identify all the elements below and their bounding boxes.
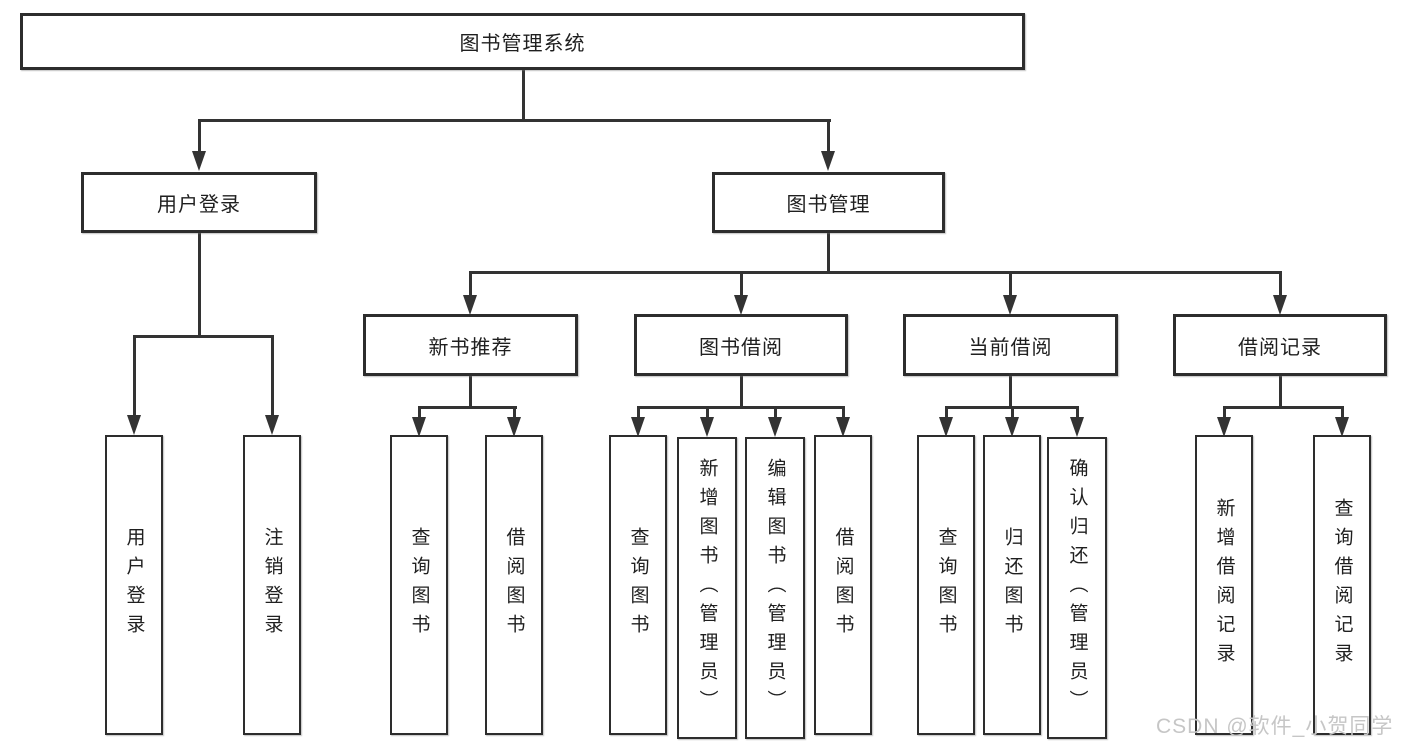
connector-user-login-hline [133, 335, 274, 338]
leaf-logout-label: 注销登录 [261, 527, 283, 643]
connector-level2-hline [198, 119, 831, 122]
connector-drop-book-mgmt [827, 119, 830, 155]
arrow-down-leaf [1005, 417, 1019, 437]
connector-drop-l11 [1223, 406, 1226, 421]
leaf-query-books-2: 查询图书 [609, 435, 667, 735]
arrow-down-records [1273, 295, 1287, 315]
arrow-down-leaf [412, 417, 426, 437]
connector-drop-l3 [513, 406, 516, 421]
leaf-borrow-books-1-label: 借阅图书 [503, 527, 525, 643]
connector-drop-leaf-login [133, 335, 136, 417]
leaf-borrow-books-2: 借阅图书 [814, 435, 872, 735]
connector-records-stem [1279, 376, 1282, 406]
connector-drop-leaf-logout [271, 335, 274, 417]
arrow-down-leaf [1335, 417, 1349, 437]
node-book-borrow: 图书借阅 [634, 314, 848, 376]
arrow-down-user-login [192, 151, 206, 171]
connector-book-mgmt-stem [827, 233, 830, 273]
connector-newbook-hline [418, 406, 517, 409]
connector-level3-hline [469, 271, 1282, 274]
connector-drop-current [1009, 271, 1012, 299]
connector-drop-l7 [842, 406, 845, 421]
node-current-borrow-label: 当前借阅 [968, 336, 1053, 359]
csdn-watermark: CSDN @软件_小贺同学 [1156, 715, 1394, 738]
node-new-book-rec-label: 新书推荐 [428, 336, 513, 359]
connector-records-hline [1223, 406, 1344, 409]
arrow-down-leaf [836, 417, 850, 437]
arrow-down-newbook [463, 295, 477, 315]
leaf-add-books-admin-label: 新增图书（管理员） [696, 457, 718, 719]
connector-borrow-hline [637, 406, 845, 409]
leaf-logout: 注销登录 [243, 435, 301, 735]
arrow-down-current [1003, 295, 1017, 315]
leaf-confirm-return-admin-label: 确认归还（管理员） [1066, 457, 1088, 719]
connector-borrow-stem [740, 376, 743, 406]
leaf-confirm-return-admin: 确认归还（管理员） [1047, 437, 1107, 739]
connector-current-stem [1009, 376, 1012, 406]
connector-drop-l5 [706, 406, 709, 421]
connector-drop-borrow [740, 271, 743, 299]
node-book-borrow-label: 图书借阅 [699, 336, 783, 359]
connector-drop-l4 [637, 406, 640, 421]
leaf-user-login-label: 用户登录 [123, 527, 145, 643]
leaf-edit-books-admin-label: 编辑图书（管理员） [764, 457, 786, 719]
connector-drop-l6 [774, 406, 777, 421]
arrow-down-leaf [507, 417, 521, 437]
node-book-mgmt: 图书管理 [712, 172, 945, 233]
connector-drop-user-login [198, 119, 201, 155]
node-root: 图书管理系统 [20, 13, 1025, 70]
leaf-user-login: 用户登录 [105, 435, 163, 735]
connector-drop-l12 [1341, 406, 1344, 421]
arrow-down-borrow [734, 295, 748, 315]
leaf-query-books-2-label: 查询图书 [627, 527, 649, 643]
connector-user-login-stem [198, 233, 201, 335]
connector-drop-l2 [418, 406, 421, 421]
arrow-down-leaf-logout [265, 415, 279, 435]
leaf-query-books-3: 查询图书 [917, 435, 975, 735]
connector-drop-records [1279, 271, 1282, 299]
arrow-down-leaf [700, 417, 714, 437]
leaf-borrow-books-1: 借阅图书 [485, 435, 543, 735]
leaf-query-books-1-label: 查询图书 [408, 527, 430, 643]
node-new-book-rec: 新书推荐 [363, 314, 578, 376]
arrow-down-leaf [1217, 417, 1231, 437]
node-user-login: 用户登录 [81, 172, 317, 233]
leaf-query-books-1: 查询图书 [390, 435, 448, 735]
connector-root-stem [522, 70, 525, 120]
connector-newbook-stem [469, 376, 472, 406]
node-borrow-records-label: 借阅记录 [1238, 336, 1322, 359]
node-current-borrow: 当前借阅 [903, 314, 1118, 376]
connector-drop-l10 [1076, 406, 1079, 421]
connector-drop-l9 [1011, 406, 1014, 421]
leaf-add-borrow-record-label: 新增借阅记录 [1213, 498, 1235, 672]
arrow-down-book-mgmt [821, 151, 835, 171]
connector-drop-newbook [469, 271, 472, 299]
leaf-return-books: 归还图书 [983, 435, 1041, 735]
arrow-down-leaf-login [127, 415, 141, 435]
leaf-query-borrow-record: 查询借阅记录 [1313, 435, 1371, 735]
leaf-return-books-label: 归还图书 [1001, 527, 1023, 643]
leaf-edit-books-admin: 编辑图书（管理员） [745, 437, 805, 739]
leaf-query-books-3-label: 查询图书 [935, 527, 957, 643]
arrow-down-leaf [1070, 417, 1084, 437]
leaf-borrow-books-2-label: 借阅图书 [832, 527, 854, 643]
node-borrow-records: 借阅记录 [1173, 314, 1387, 376]
node-book-mgmt-label: 图书管理 [786, 194, 871, 216]
leaf-add-books-admin: 新增图书（管理员） [677, 437, 737, 739]
connector-drop-l8 [945, 406, 948, 421]
node-root-label: 图书管理系统 [459, 33, 586, 55]
arrow-down-leaf [939, 417, 953, 437]
leaf-query-borrow-record-label: 查询借阅记录 [1331, 498, 1353, 672]
arrow-down-leaf [631, 417, 645, 437]
arrow-down-leaf [768, 417, 782, 437]
leaf-add-borrow-record: 新增借阅记录 [1195, 435, 1253, 735]
node-user-login-label: 用户登录 [157, 194, 241, 216]
